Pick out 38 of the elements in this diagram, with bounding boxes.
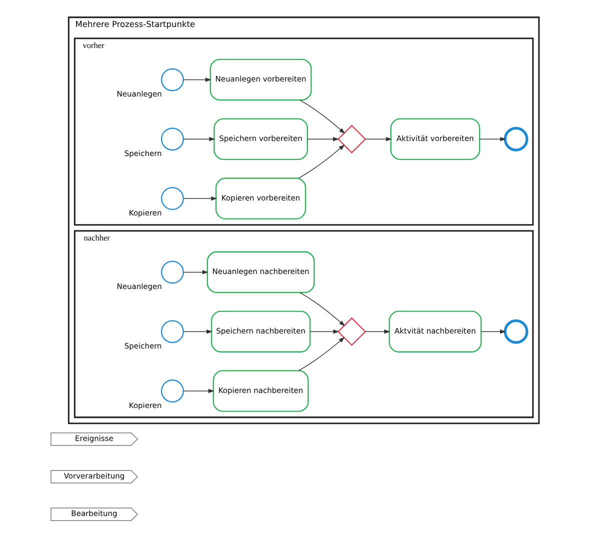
node-circle xyxy=(504,319,528,344)
node-box: Speichern vorbereiten xyxy=(214,118,308,160)
arrow xyxy=(364,137,392,142)
arrow xyxy=(183,78,212,82)
node-box: Kopieren nachbereiten xyxy=(212,370,309,412)
node-circle xyxy=(160,260,184,284)
arrow xyxy=(298,144,345,179)
arrow xyxy=(300,100,346,134)
node-box: Aktvität nachbereiten xyxy=(388,310,482,352)
node-box: Neuanlegen nachbereiten xyxy=(206,251,315,294)
node-circle xyxy=(160,187,184,210)
arrow xyxy=(480,330,506,334)
arrow xyxy=(183,196,218,201)
arrow xyxy=(479,137,506,142)
node-box: Kopieren vorbereiten xyxy=(215,178,306,220)
node-box: Speichern nachbereiten xyxy=(210,310,311,352)
node-label: Kopieren xyxy=(128,400,162,410)
node-circle xyxy=(160,380,184,402)
node-circle xyxy=(160,128,184,151)
node-circle xyxy=(504,126,528,152)
node-box: Neuanlegen vorbereiten xyxy=(210,58,312,101)
arrow xyxy=(310,330,340,334)
node-label: Neuanlegen xyxy=(116,90,162,99)
arrow xyxy=(183,270,208,274)
arrow xyxy=(364,330,390,334)
node-label: Neuanlegen xyxy=(116,282,162,292)
arrow xyxy=(307,137,340,142)
node-circle xyxy=(160,68,184,92)
node-label: Kopieren xyxy=(128,208,162,218)
node-label: Speichern xyxy=(124,342,162,351)
arrow xyxy=(300,292,346,326)
node-box: Aktivität vorbereiten xyxy=(390,118,480,160)
arrow xyxy=(183,137,216,142)
node-label: Speichern xyxy=(124,149,162,158)
arrow xyxy=(183,388,214,394)
node-circle xyxy=(160,320,184,344)
arrow xyxy=(183,330,213,334)
arrow xyxy=(298,337,345,372)
